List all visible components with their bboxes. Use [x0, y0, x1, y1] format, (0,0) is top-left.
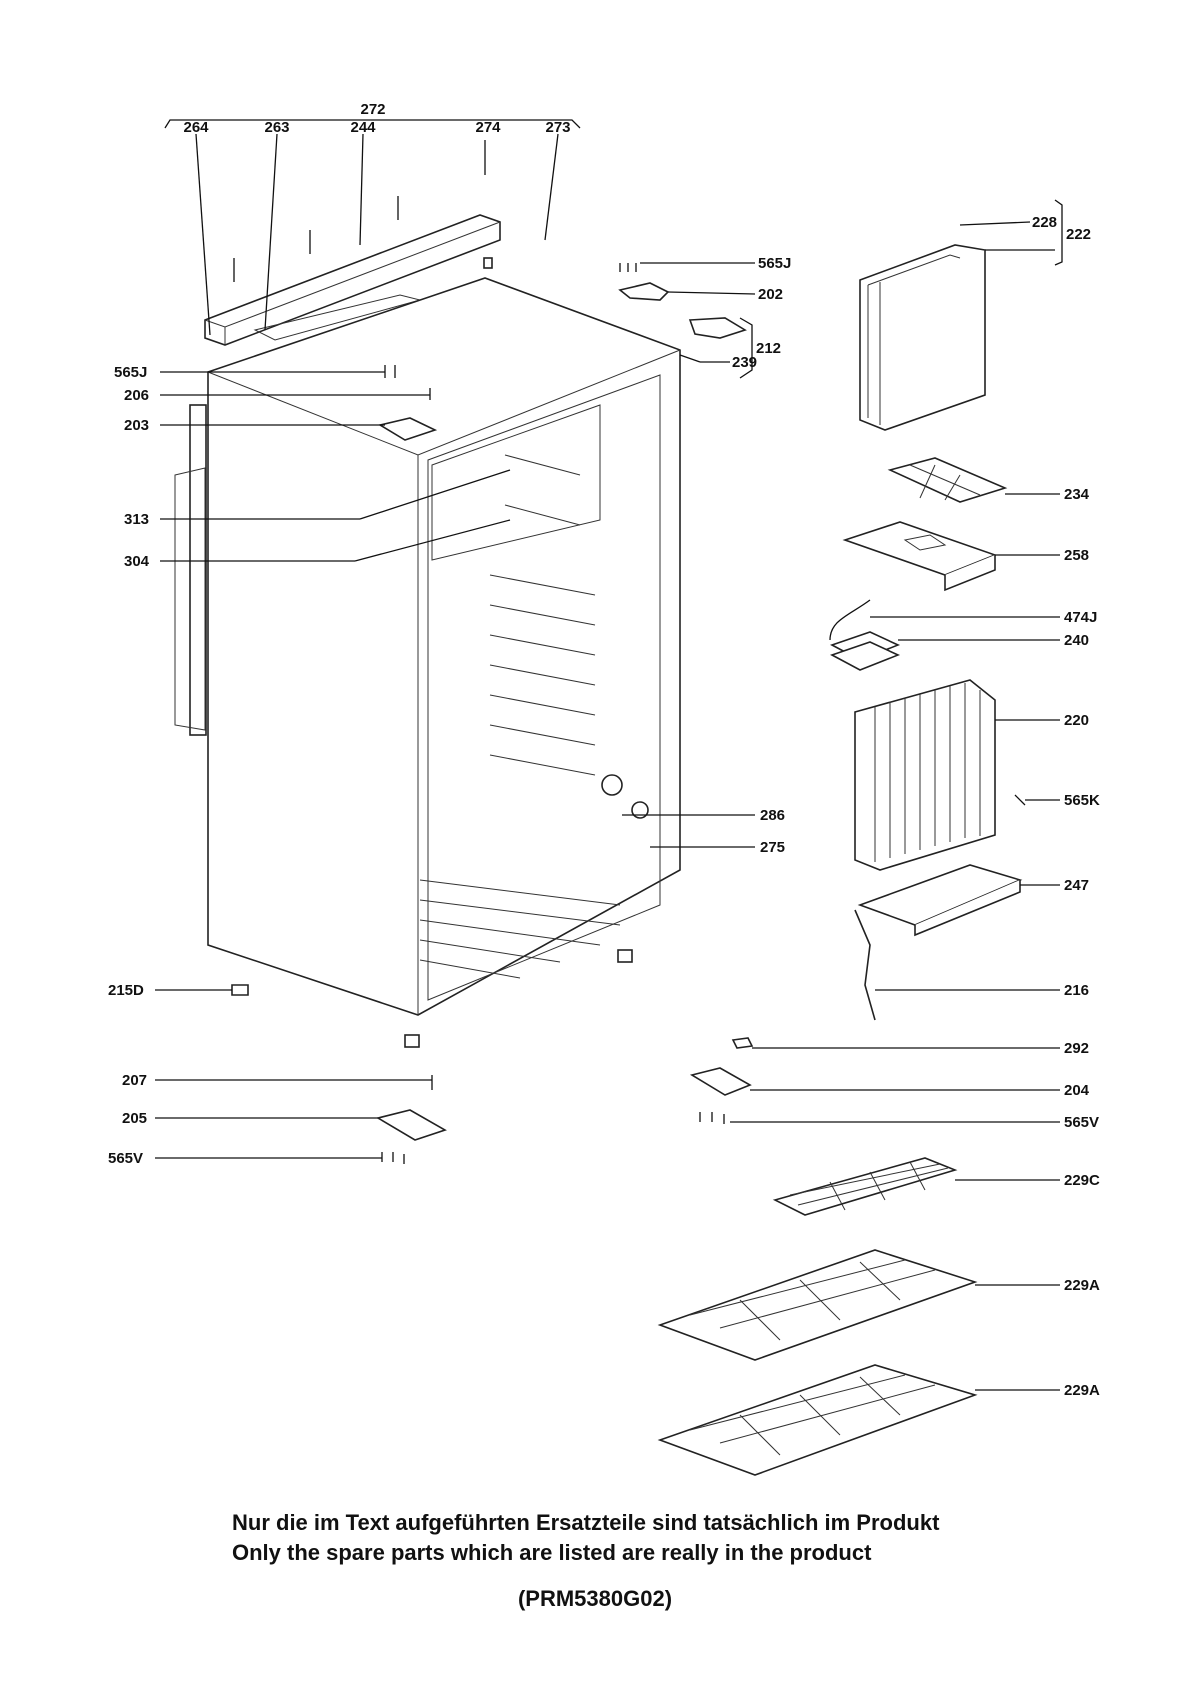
door-assembly [859, 244, 986, 431]
footer-note-german: Nur die im Text aufgeführten Ersatzteile… [232, 1510, 940, 1535]
label-304: 304 [124, 553, 150, 570]
label-207: 207 [122, 1072, 147, 1089]
leader-lines [155, 133, 1063, 1391]
drawing-code: (PRM5380G02) [517, 1586, 673, 1611]
label-565j-left: 565J [114, 364, 147, 381]
label-275: 275 [760, 839, 785, 856]
footer-note-english: Only the spare parts which are listed ar… [232, 1540, 872, 1565]
label-286: 286 [760, 807, 785, 824]
label-264: 264 [183, 119, 209, 136]
label-202: 202 [758, 286, 783, 303]
label-240: 240 [1064, 632, 1089, 649]
label-263: 263 [264, 119, 289, 136]
label-239: 239 [732, 354, 757, 371]
label-216: 216 [1064, 982, 1089, 999]
label-204: 204 [1064, 1082, 1090, 1099]
label-274: 274 [475, 119, 501, 136]
label-273: 273 [545, 119, 570, 136]
shelf-229c [772, 1157, 958, 1216]
shelf-229a-lower [657, 1364, 978, 1476]
label-222: 222 [1066, 226, 1091, 243]
drip-tray [842, 521, 998, 592]
label-474j: 474J [1064, 609, 1097, 626]
label-205: 205 [122, 1110, 147, 1127]
evaporator-fins [854, 679, 996, 871]
label-565j-top: 565J [758, 255, 791, 272]
label-565k: 565K [1064, 792, 1100, 809]
label-212: 212 [756, 340, 781, 357]
shelf-229a-upper [657, 1249, 978, 1361]
label-206: 206 [124, 387, 149, 404]
label-258: 258 [1064, 547, 1089, 564]
label-229a-upper: 229A [1064, 1277, 1100, 1294]
label-565v-right: 565V [1064, 1114, 1099, 1131]
label-229c: 229C [1064, 1172, 1100, 1189]
label-247: 247 [1064, 877, 1089, 894]
label-215d: 215D [108, 982, 144, 999]
label-565v-left: 565V [108, 1150, 143, 1167]
small-parts [231, 263, 1026, 1164]
label-272: 272 [360, 101, 385, 118]
label-203: 203 [124, 417, 149, 434]
label-228: 228 [1032, 214, 1057, 231]
label-229a-lower: 229A [1064, 1382, 1100, 1399]
label-234: 234 [1064, 486, 1090, 503]
tray-and-drain [854, 864, 1023, 1021]
label-244: 244 [350, 119, 376, 136]
thermostat [829, 599, 901, 671]
label-220: 220 [1064, 712, 1089, 729]
ice-tray [887, 457, 1008, 503]
part-labels: 272 264 263 244 274 273 565J 202 212 239… [108, 101, 1100, 1399]
label-292: 292 [1064, 1040, 1089, 1057]
fridge-cabinet [174, 277, 681, 1048]
label-313: 313 [124, 511, 149, 528]
